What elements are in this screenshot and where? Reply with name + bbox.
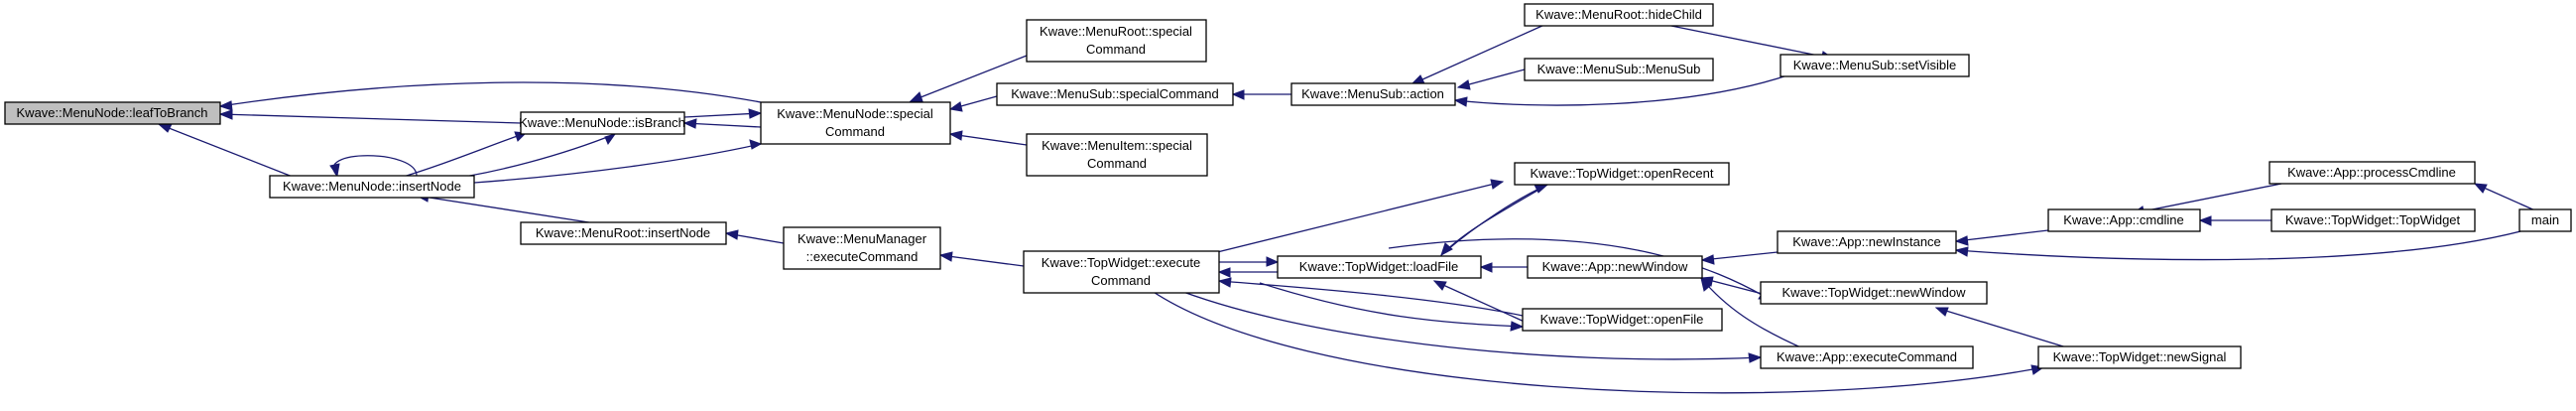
edge-subaction-to-subspecial [1231,89,1291,100]
node-menusub-label: Kwave::MenuSub::MenuSub [1537,62,1701,76]
edge-isbranch-to-insertnode [435,133,617,182]
edge-main-to-processcmdline [2473,183,2538,212]
node-twexecute-label-2: Command [1091,273,1151,288]
edge-main-to-newinstance [1954,229,2525,261]
node-rootspecial[interactable]: Kwave::MenuRoot::special Command [1026,19,1207,63]
edge-twexecute-to-openrecent [1204,179,1505,256]
edge-openfile-to-loadfile [1432,280,1538,329]
node-loadfile-label: Kwave::TopWidget::loadFile [1299,259,1458,274]
node-mgrexecute-label-2: ::executeCommand [806,249,919,264]
node-rootspecial-label-1: Kwave::MenuRoot::special [1040,24,1192,39]
edge-mgrexecute-to-rootinsertnode [724,229,785,244]
node-processcmdline-label: Kwave::App::processCmdline [2287,165,2456,180]
node-rootinsertnode-label: Kwave::MenuRoot::insertNode [536,225,710,240]
node-newsignal[interactable]: Kwave::TopWidget::newSignal [2037,345,2242,369]
edge-menusub-to-subaction [1456,68,1526,90]
edge-openfile-to-twexecute [1217,277,1524,317]
node-openfile[interactable]: Kwave::TopWidget::openFile [1522,308,1723,332]
node-subspecial-label: Kwave::MenuSub::specialCommand [1011,86,1219,101]
node-appexecute-label: Kwave::App::executeCommand [1777,349,1957,364]
edge-topwidget-to-cmdline [2198,215,2271,226]
node-mgrexecute[interactable]: Kwave::MenuManager ::executeCommand [783,226,941,270]
node-rootinsertnode[interactable]: Kwave::MenuRoot::insertNode [520,221,727,245]
node-twexecute[interactable]: Kwave::TopWidget::execute Command [1023,250,1220,294]
edge-twexecute-to-loadfile [1219,256,1280,267]
node-openrecent[interactable]: Kwave::TopWidget::openRecent [1514,162,1730,186]
node-newinstance-label: Kwave::App::newInstance [1792,234,1941,249]
node-hidechild-label: Kwave::MenuRoot::hideChild [1535,7,1702,22]
node-itemspecial-label-1: Kwave::MenuItem::special [1042,138,1192,153]
edge-cmdline-to-newinstance [1954,229,2049,246]
edge-newinstance-to-newwindowapp [1700,251,1779,265]
node-leaftobranch-label: Kwave::MenuNode::leafToBranch [17,105,208,120]
edge-subspecial-to-special [948,95,998,112]
node-insertnode[interactable]: Kwave::MenuNode::insertNode [269,175,475,199]
edge-rootspecial-to-special [909,55,1028,102]
edge-isbranch-to-special [683,108,763,119]
node-topwidget-label: Kwave::TopWidget::TopWidget [2285,212,2461,227]
node-itemspecial-label-2: Command [1087,156,1147,171]
node-cmdline-label: Kwave::App::cmdline [2063,212,2183,227]
edge-itemspecial-to-special [948,130,1028,146]
edge-loadfile-to-twexecute [1217,267,1278,278]
node-layer: Kwave::MenuNode::leafToBranch Kwave::Men… [4,3,2572,369]
node-menusub[interactable]: Kwave::MenuSub::MenuSub [1524,58,1714,81]
node-main[interactable]: main [2518,208,2572,232]
edge-insertnode-to-leaftobranch [157,123,299,180]
node-insertnode-label: Kwave::MenuNode::insertNode [283,179,461,194]
edge-setvisible-to-subaction [1453,73,1791,107]
edge-insertnode-self-loop [329,155,418,178]
node-main-label: main [2531,212,2559,227]
node-special-label-2: Command [825,124,885,139]
node-itemspecial[interactable]: Kwave::MenuItem::special Command [1026,133,1208,177]
node-twexecute-label-1: Kwave::TopWidget::execute [1042,255,1200,270]
node-appexecute[interactable]: Kwave::App::executeCommand [1760,345,1974,369]
node-setvisible[interactable]: Kwave::MenuSub::setVisible [1779,54,1970,77]
node-isbranch-label: Kwave::MenuNode::isBranch [519,115,685,130]
node-newwindowtw-label: Kwave::TopWidget::newWindow [1782,285,1967,300]
node-topwidget[interactable]: Kwave::TopWidget::TopWidget [2270,208,2476,232]
node-loadfile[interactable]: Kwave::TopWidget::loadFile [1277,255,1482,279]
edge-openrecent-to-loadfile [1440,184,1548,257]
node-processcmdline[interactable]: Kwave::App::processCmdline [2269,161,2476,185]
edge-twexecute-to-appexecute [1160,282,1763,363]
node-mgrexecute-label-1: Kwave::MenuManager [797,231,927,246]
edge-newwindowapp-to-loadfile [1479,262,1528,273]
node-openfile-label: Kwave::TopWidget::openFile [1540,312,1704,327]
node-subaction-label: Kwave::MenuSub::action [1301,86,1444,101]
edge-newsignal-to-newwindowtw [1934,307,2074,350]
node-newsignal-label: Kwave::TopWidget::newSignal [2053,349,2227,364]
node-newwindowtw[interactable]: Kwave::TopWidget::newWindow [1760,281,1988,305]
node-newinstance[interactable]: Kwave::App::newInstance [1777,230,1957,254]
node-leaftobranch[interactable]: Kwave::MenuNode::leafToBranch [4,101,221,125]
node-openrecent-label: Kwave::TopWidget::openRecent [1531,166,1714,181]
node-subaction[interactable]: Kwave::MenuSub::action [1290,82,1456,106]
edge-isbranch-to-leaftobranch [218,109,522,124]
node-hidechild[interactable]: Kwave::MenuRoot::hideChild [1524,3,1714,27]
edge-twexecute-to-mgrexecute [938,251,1025,267]
node-newwindowapp[interactable]: Kwave::App::newWindow [1527,255,1703,279]
node-subspecial[interactable]: Kwave::MenuSub::specialCommand [996,82,1234,106]
edge-twexecute-to-openfile [1259,282,1525,332]
node-cmdline[interactable]: Kwave::App::cmdline [2047,208,2201,232]
edge-insertnode-to-special [473,139,763,184]
node-rootspecial-label-2: Command [1086,42,1146,57]
node-special[interactable]: Kwave::MenuNode::special Command [760,101,951,145]
node-newwindowapp-label: Kwave::App::newWindow [1542,259,1688,274]
node-special-label-1: Kwave::MenuNode::special [777,106,933,121]
edge-special-to-leaftobranch [218,81,762,111]
edge-special-to-isbranch [682,118,762,129]
node-setvisible-label: Kwave::MenuSub::setVisible [1793,58,1957,72]
edge-loadfile-to-openrecent [1440,184,1549,256]
node-isbranch[interactable]: Kwave::MenuNode::isBranch [519,111,685,135]
